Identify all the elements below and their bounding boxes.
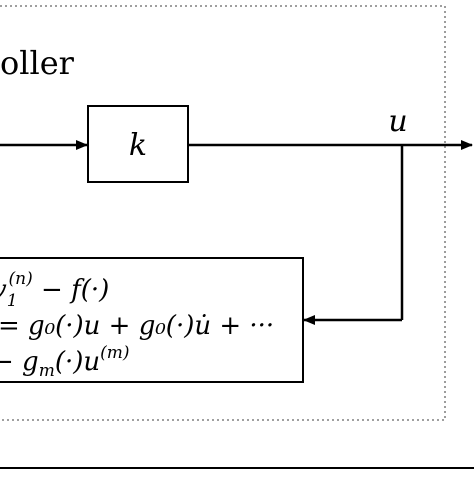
gain-label: k [129, 128, 147, 163]
equation-line-3: − gm(·)u(m) [0, 343, 130, 381]
equation-line-2: = g₀(·)u + g₀(·)u̇ + ··· [0, 311, 274, 341]
equation-line-1: v1(n) − f(·) [0, 269, 109, 311]
controller-title: oller [0, 44, 75, 82]
equation-block [0, 257, 304, 383]
output-signal-label: u [388, 104, 407, 139]
controller-boundary [0, 5, 446, 421]
